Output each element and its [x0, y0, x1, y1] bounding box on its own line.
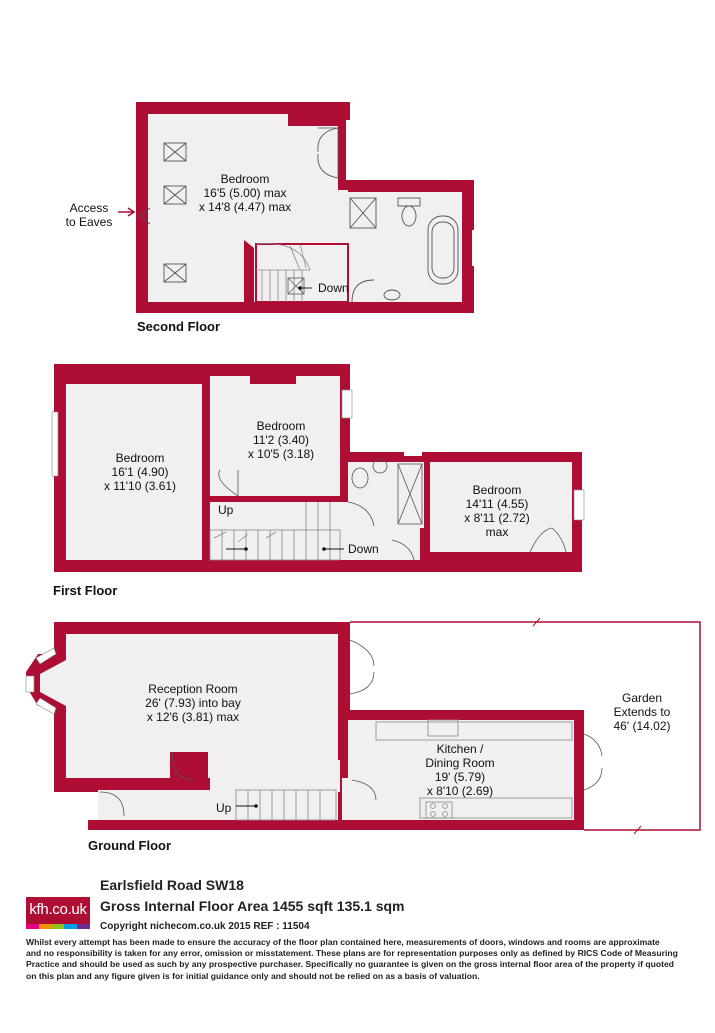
copyright: Copyright nichecom.co.uk 2015 REF : 1150… [100, 921, 310, 932]
first-floor: Bedroom 16'1 (4.90) x 11'10 (3.61) Bedro… [51, 364, 585, 598]
ff-down-label: Down [348, 542, 379, 556]
kitchen-name1: Kitchen / [437, 742, 484, 756]
ground-floor-title: Ground Floor [88, 838, 171, 853]
second-floor: Access to Eaves Bedroom 16'5 (5.00) max … [66, 102, 476, 334]
sf-bedroom-dim2: x 14'8 (4.47) max [199, 200, 291, 214]
sf-down-label: Down [318, 281, 349, 295]
access-label-2: to Eaves [66, 215, 113, 229]
second-floor-title: Second Floor [137, 319, 220, 334]
reception-dim1: 26' (7.93) into bay [145, 696, 241, 710]
garden-label-3: 46' (14.02) [614, 719, 671, 733]
access-label-1: Access [70, 201, 109, 215]
ff-bed1-dim2: x 11'10 (3.61) [104, 479, 176, 493]
ff-bed3-dim3: max [486, 525, 509, 539]
kitchen-dim1: 19' (5.79) [435, 770, 485, 784]
ff-bed2-dim1: 11'2 (3.40) [253, 433, 309, 447]
kitchen-dim2: x 8'10 (2.69) [427, 784, 493, 798]
logo-text: kfh.co.uk [29, 901, 87, 918]
kitchen-name2: Dining Room [425, 756, 494, 770]
logo-color-bar [26, 924, 90, 929]
ff-bed3-name: Bedroom [473, 483, 522, 497]
ff-bed2-name: Bedroom [257, 419, 306, 433]
floor-plan: Access to Eaves Bedroom 16'5 (5.00) max … [25, 102, 701, 853]
ff-bed1-dim1: 16'1 (4.90) [112, 465, 169, 479]
first-floor-title: First Floor [53, 583, 117, 598]
ff-up-label: Up [218, 503, 234, 517]
kfh-logo: kfh.co.uk [26, 897, 90, 929]
disclaimer: Whilst every attempt has been made to en… [26, 937, 678, 981]
gf-up-label: Up [216, 801, 232, 815]
reception-dim2: x 12'6 (3.81) max [147, 710, 239, 724]
ff-bed1-name: Bedroom [116, 451, 165, 465]
sf-bedroom-name: Bedroom [221, 172, 270, 186]
sf-bedroom-dim1: 16'5 (5.00) max [204, 186, 287, 200]
ff-bed3-dim1: 14'11 (4.55) [466, 497, 529, 511]
garden-label-1: Garden [622, 691, 662, 705]
property-address: Earlsfield Road SW18 [100, 877, 244, 893]
garden-label-2: Extends to [614, 705, 671, 719]
ff-bed2-dim2: x 10'5 (3.18) [248, 447, 314, 461]
ground-floor: Reception Room 26' (7.93) into bay x 12'… [25, 617, 701, 853]
ff-bed3-dim2: x 8'11 (2.72) [464, 511, 529, 525]
reception-name: Reception Room [148, 682, 237, 696]
floor-area: Gross Internal Floor Area 1455 sqft 135.… [100, 898, 405, 914]
